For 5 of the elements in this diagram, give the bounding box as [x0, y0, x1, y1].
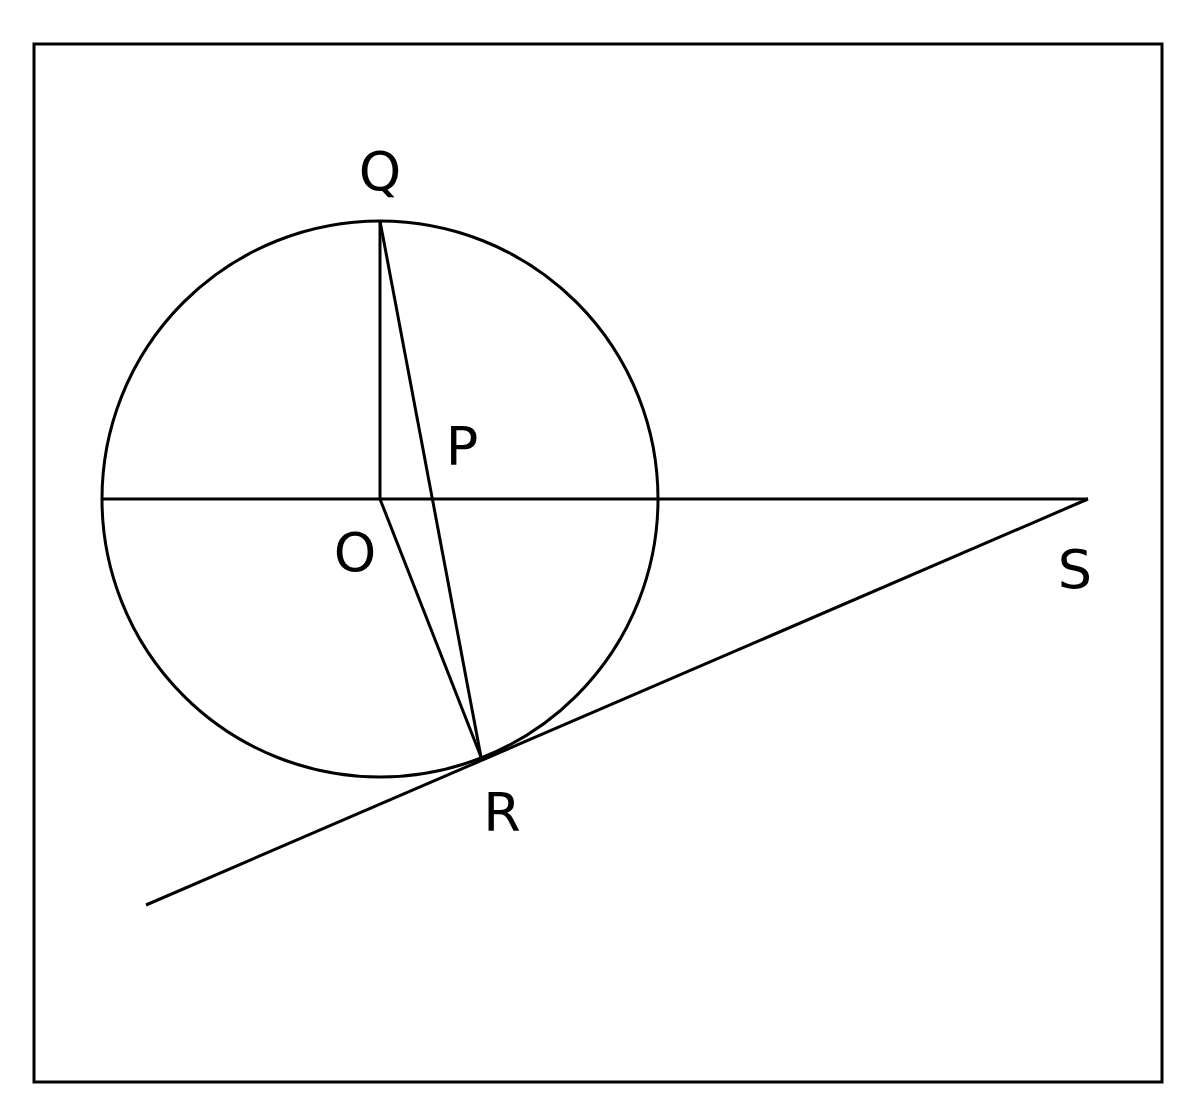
point-label: O: [333, 526, 377, 580]
point-label: P: [445, 420, 479, 474]
point-label: R: [483, 786, 521, 840]
point-label: Q: [358, 145, 402, 199]
point-label: S: [1057, 543, 1093, 597]
